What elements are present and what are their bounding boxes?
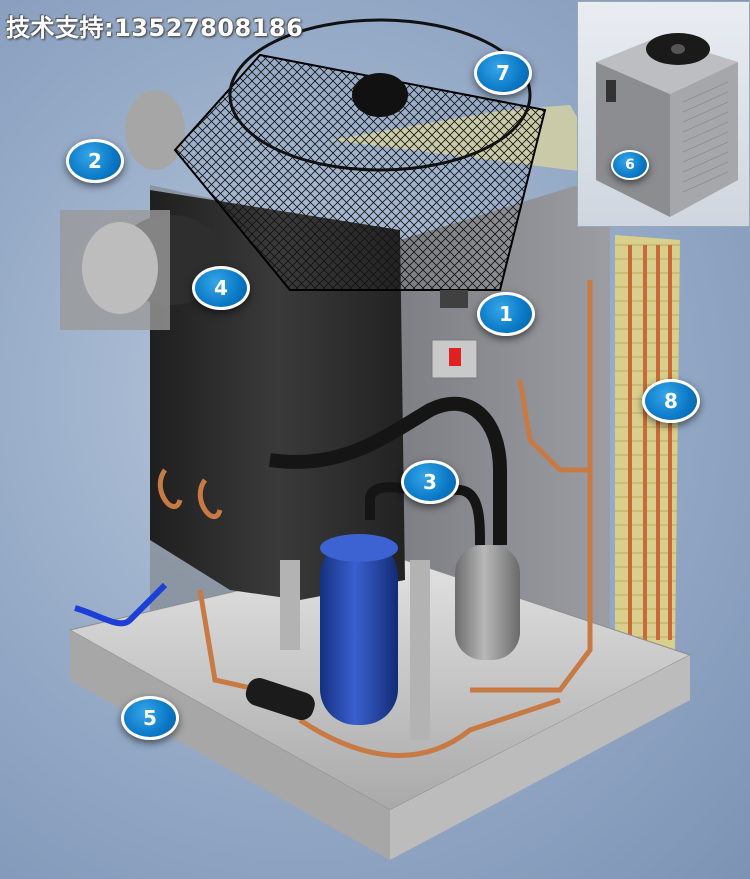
upper-port	[125, 90, 185, 170]
inset-enclosure-view	[577, 1, 750, 227]
coil-pipes	[628, 245, 672, 640]
fan-ring	[228, 18, 532, 172]
header-title: 技术支持:13527808186	[6, 14, 304, 42]
callout-2: 2	[66, 139, 124, 183]
switch-label	[440, 290, 468, 308]
base-front	[70, 630, 390, 860]
fan-hub	[352, 73, 408, 117]
suction-pipe	[269, 396, 507, 545]
inlet-port	[82, 222, 158, 314]
receiver-tank	[455, 545, 520, 660]
callout-4: 4	[192, 266, 250, 310]
switch-knob	[449, 348, 461, 366]
callout-6: 6	[611, 150, 649, 180]
callout-5: 5	[121, 696, 179, 740]
callout-7: 7	[474, 51, 532, 95]
fan-guard	[173, 53, 547, 291]
compressor	[320, 540, 398, 725]
copper-lines	[157, 280, 593, 758]
compressor-top	[320, 534, 398, 562]
callout-3: 3	[401, 460, 459, 504]
base-side	[390, 655, 690, 860]
enclosure-drawing	[596, 33, 738, 217]
callout-8: 8	[642, 379, 700, 423]
bracket-right	[410, 560, 430, 740]
callout-1: 1	[477, 292, 535, 336]
filter-drier	[245, 678, 315, 721]
bracket-left	[280, 560, 300, 650]
water-line	[74, 582, 168, 627]
